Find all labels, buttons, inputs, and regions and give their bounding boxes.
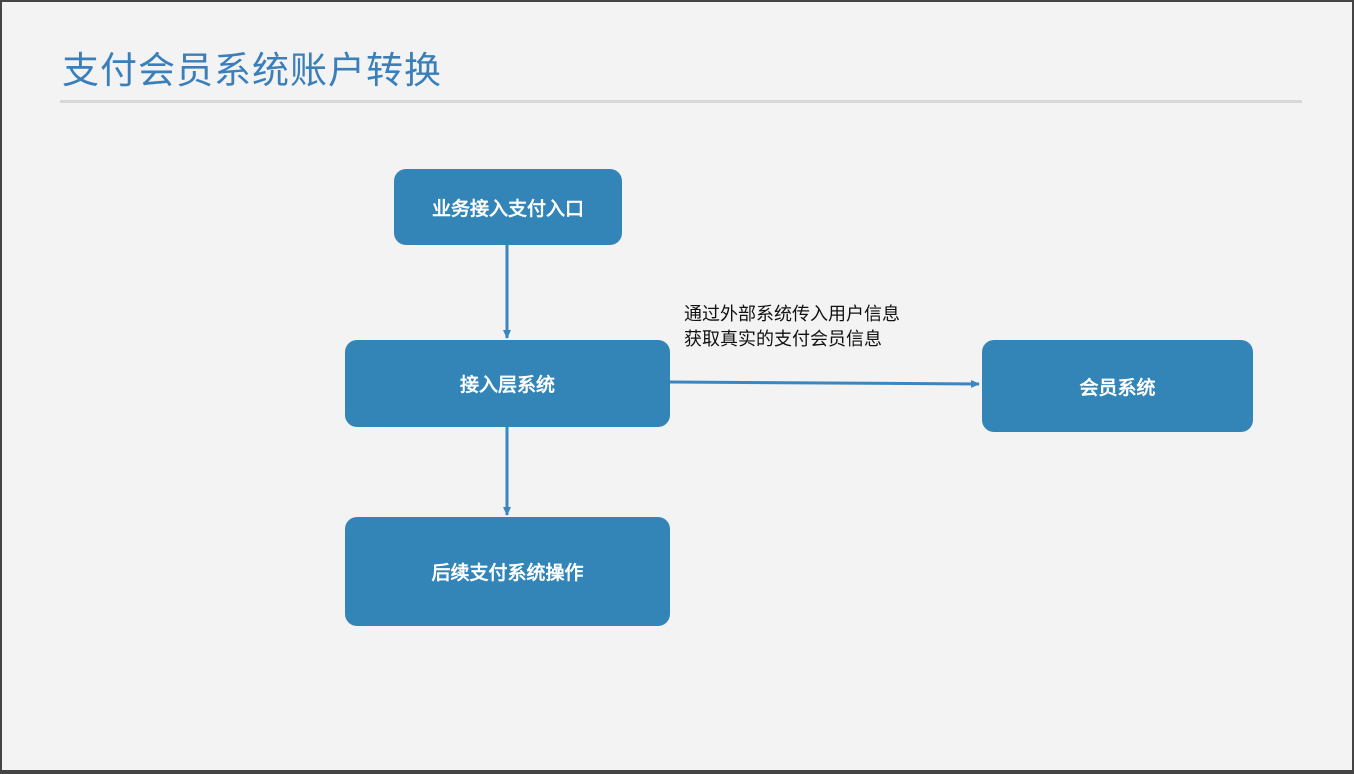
edge-label-line-1: 通过外部系统传入用户信息: [684, 304, 900, 325]
node-access-layer-label: 接入层系统: [459, 374, 555, 396]
node-member-system-label: 会员系统: [1079, 376, 1156, 399]
node-follow-up-operations-label: 后续支付系统操作: [431, 562, 584, 584]
node-follow-up-operations: 后续支付系统操作: [345, 517, 670, 626]
node-business-entry: 业务接入支付入口: [394, 169, 622, 245]
edge-label-access-to-member: 通过外部系统传入用户信息 获取真实的支付会员信息: [684, 302, 900, 352]
node-access-layer: 接入层系统: [345, 340, 670, 427]
title-divider: [60, 100, 1302, 103]
node-business-entry-label: 业务接入支付入口: [431, 197, 584, 220]
arrow-access-to-member: [669, 379, 980, 388]
edge-label-line-2: 获取真实的支付会员信息: [684, 329, 882, 350]
page-title: 支付会员系统账户转换: [62, 49, 442, 92]
node-member-system: 会员系统: [982, 340, 1253, 432]
